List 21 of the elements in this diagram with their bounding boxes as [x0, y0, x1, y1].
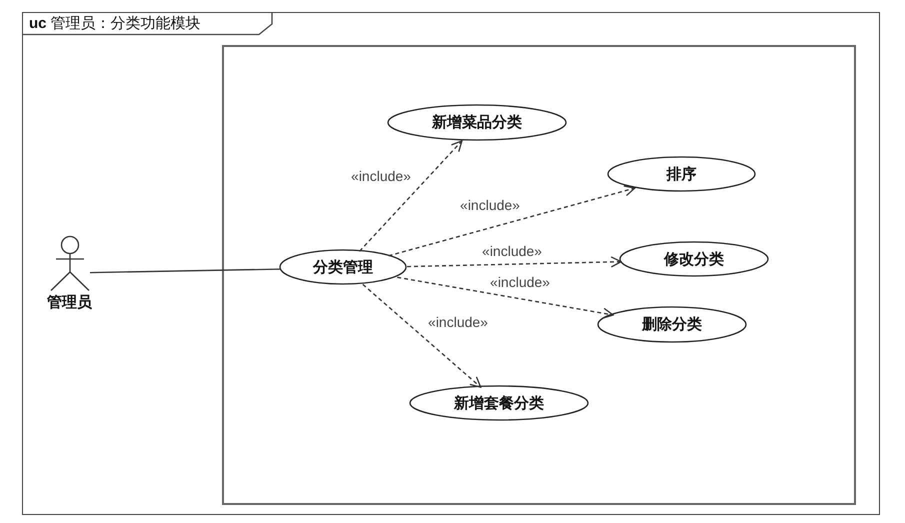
- frame-heading: uc 管理员：分类功能模块: [23, 13, 273, 35]
- use-case-ellipse: 新增菜品分类: [387, 104, 567, 141]
- edge-label: «include»: [427, 314, 489, 330]
- stick-figure-icon: [50, 234, 90, 290]
- connector-line: [90, 268, 281, 274]
- dashed-arrow: [406, 256, 622, 268]
- use-case-ellipse: 修改分类: [619, 241, 769, 277]
- use-case-ellipse: 排序: [607, 156, 756, 192]
- edge-label: «include»: [350, 168, 412, 184]
- use-case-ellipse: 分类管理: [279, 249, 407, 285]
- dashed-arrow: [397, 276, 614, 319]
- use-case-ellipse: 删除分类: [597, 306, 747, 343]
- edge-label: «include»: [489, 274, 551, 290]
- edge-label: «include»: [459, 197, 521, 213]
- use-case-ellipse: 新增套餐分类: [409, 385, 589, 421]
- actor-name: 管理员: [46, 292, 93, 312]
- edge-label: «include»: [481, 243, 543, 259]
- dashed-arrow: [359, 140, 463, 252]
- diagram-frame: [22, 12, 880, 515]
- dashed-arrow: [388, 185, 636, 256]
- dashed-arrow: [362, 284, 482, 388]
